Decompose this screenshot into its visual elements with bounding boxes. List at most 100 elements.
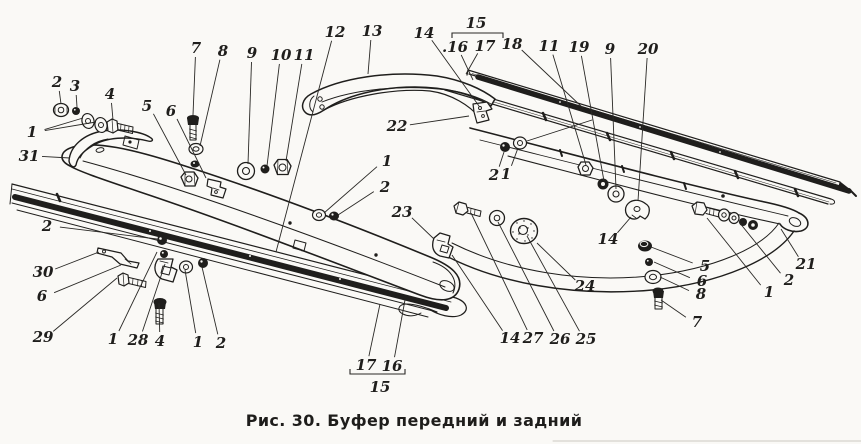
callout-18-10: 18	[502, 35, 523, 53]
nut-2-left	[52, 102, 70, 118]
clamp-bracket-23	[432, 232, 454, 259]
nut-hex-11-rear	[577, 161, 594, 176]
leader-line-.16	[460, 54, 474, 81]
leader-line-12	[275, 40, 333, 253]
spring-clip-20	[624, 199, 650, 220]
leader-line-1	[44, 117, 84, 131]
leader-line-2	[498, 151, 505, 167]
leader-line-1	[510, 147, 519, 166]
callout-19-12: 19	[569, 38, 590, 56]
leader-line-7	[192, 56, 196, 116]
bracket-30	[96, 247, 140, 269]
callout-12-5: 12	[325, 23, 346, 41]
callout-2-49: 2	[215, 334, 226, 352]
callout-14-37: 14	[500, 329, 521, 347]
callout-14-28: 14	[598, 230, 619, 248]
group-bracket-1	[349, 369, 406, 375]
callout-20-14: 20	[637, 40, 659, 58]
leader-line-13	[367, 39, 372, 75]
leader-line-16	[394, 299, 406, 358]
angle-bracket-front	[206, 178, 227, 199]
leader-line-23	[411, 217, 435, 240]
bolt-vertical-4-bottom	[153, 298, 167, 325]
leader-line-5	[650, 246, 693, 264]
callout-30-42: 30	[33, 263, 54, 281]
callout-3-16: 3	[70, 77, 80, 95]
leader-line-27	[470, 212, 528, 331]
leader-line-14	[431, 39, 480, 107]
callout-2-24: 2	[379, 178, 390, 196]
callout-16-51: 16	[382, 357, 403, 375]
callout-2-41: 2	[41, 217, 52, 235]
washer-1-rear	[512, 119, 593, 150]
leader-line-1	[323, 166, 378, 214]
rear-end-bracket	[472, 101, 493, 124]
callout-2-34: 2	[783, 271, 794, 289]
callout-1-48: 1	[193, 333, 203, 351]
nut-small-6	[190, 160, 200, 168]
callout-28-46: 28	[127, 331, 149, 349]
washer-1-mid	[311, 208, 327, 222]
callout-10-3: 10	[271, 46, 292, 64]
leader-line-7	[660, 299, 687, 318]
callout-14-7: 14	[414, 24, 435, 42]
washer-1-pair	[81, 112, 108, 134]
callout-2-26: 2	[488, 166, 499, 184]
leader-line-6	[176, 118, 207, 179]
leader-line-2	[337, 191, 375, 216]
callout-21-35: 21	[795, 255, 817, 273]
leader-line-2	[738, 221, 781, 274]
nut-10	[260, 164, 270, 174]
nut-5-rear	[638, 240, 652, 252]
leader-line-8	[199, 59, 221, 147]
nut-hex-5	[180, 171, 199, 187]
washer-19	[597, 178, 609, 190]
callout-4-17: 4	[105, 85, 115, 103]
leader-line-1	[184, 269, 197, 334]
leader-line-6	[653, 261, 691, 279]
leader-line-6	[53, 264, 122, 294]
washer-26	[488, 209, 506, 227]
callout-11-4: 11	[294, 46, 315, 64]
callout-17-9: 17	[475, 37, 496, 55]
callout-9-13: 9	[605, 40, 616, 58]
leader-line-29	[52, 277, 118, 332]
front-bumper-mount-plate	[122, 135, 140, 150]
callout-13-6: 13	[362, 22, 383, 40]
leader-line-4	[158, 302, 161, 333]
callout-7-32: 7	[692, 313, 703, 331]
callout-9-2: 9	[247, 44, 258, 62]
leader-line-24	[536, 242, 576, 281]
callout-1-27: 1	[501, 165, 511, 183]
leader-line-4	[111, 102, 114, 121]
rear-bumper-moldings	[444, 69, 857, 205]
bolt-row-right	[691, 201, 758, 230]
leader-line-17	[465, 53, 479, 75]
leader-line-2	[58, 90, 62, 105]
callout-25-40: 25	[575, 330, 597, 348]
ball-stud-2	[157, 235, 168, 258]
leader-line-2	[201, 266, 219, 335]
callout-6-43: 6	[37, 287, 48, 305]
callout-2-15: 2	[51, 73, 62, 91]
callout-.16-8: .16	[442, 38, 469, 56]
callout-1-45: 1	[108, 330, 118, 348]
leader-line-11	[552, 54, 587, 166]
callout-1-18: 1	[27, 123, 37, 141]
nut-hex-11-front	[273, 158, 292, 176]
group-bracket-0	[451, 32, 504, 38]
bolt-vertical-7-rear	[652, 287, 664, 310]
nut-2-mid	[329, 211, 339, 221]
leader-line-3	[75, 94, 78, 108]
leader-line-5	[153, 113, 187, 176]
bracket-label-15-1: 15	[370, 378, 391, 396]
nut-2-bottom	[198, 258, 208, 268]
leader-line-11	[285, 63, 303, 162]
clamp-bracket-28	[154, 258, 178, 283]
washer-9-rear	[607, 185, 625, 203]
leader-line-22	[409, 115, 470, 126]
bolt-vertical-7	[187, 115, 199, 141]
rubber-washer-25	[509, 217, 539, 245]
leader-line-18	[521, 49, 584, 109]
leader-line-14	[617, 216, 632, 234]
